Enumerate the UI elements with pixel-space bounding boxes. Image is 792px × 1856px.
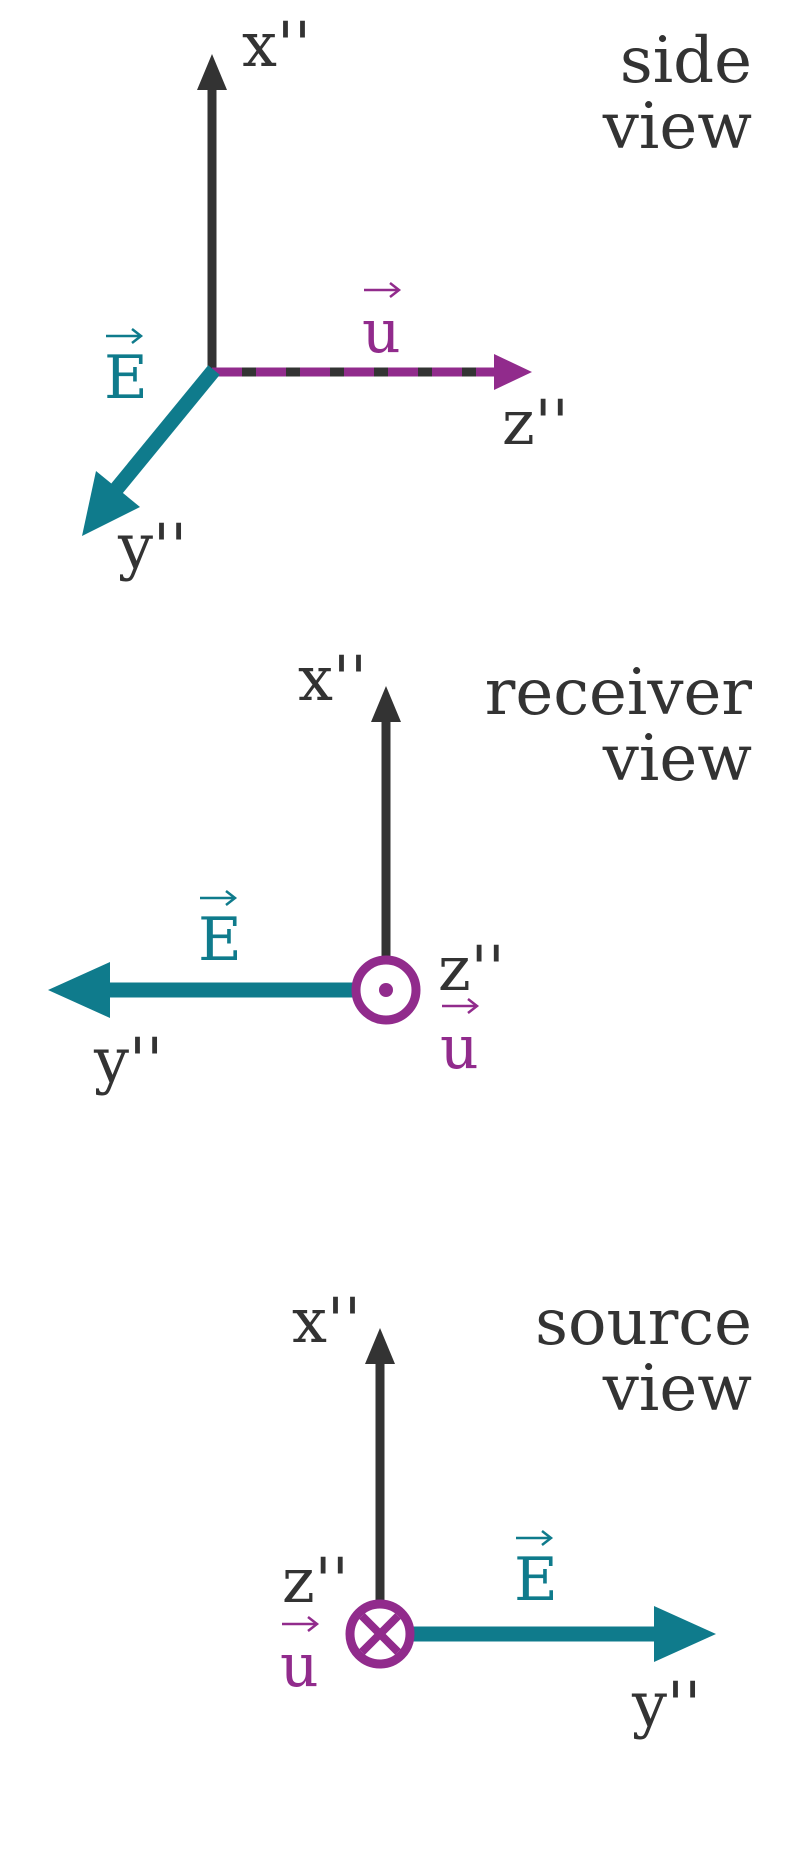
- source-view-panel: source view x'' z'' y'' E u: [0, 1250, 792, 1850]
- out-of-page-dot: [379, 983, 393, 997]
- y-axis-label: y'': [632, 1668, 702, 1741]
- vector-arrow-icon: [442, 998, 480, 1014]
- y-axis-label: y'': [118, 510, 188, 583]
- vector-arrow-icon: [282, 1616, 320, 1632]
- z-axis-label: z'': [282, 1544, 349, 1617]
- panel-title: receiver view: [485, 660, 752, 792]
- u-vector-label: u: [440, 998, 480, 1078]
- E-vector-arrowhead: [48, 962, 110, 1018]
- E-vector-arrowhead: [82, 471, 140, 536]
- u-symbol: u: [440, 1013, 479, 1083]
- E-vector-label: E: [104, 328, 148, 408]
- vector-arrow-icon: [106, 328, 144, 344]
- E-vector-line: [108, 365, 220, 497]
- vector-arrow-icon: [200, 890, 238, 906]
- title-line-1: side: [619, 24, 752, 98]
- E-symbol: E: [514, 1545, 558, 1615]
- E-vector-label: E: [514, 1530, 558, 1610]
- y-axis-label: y'': [94, 1024, 164, 1097]
- u-symbol: u: [362, 297, 401, 367]
- z-axis-label: z'': [502, 386, 569, 459]
- x-axis-label: x'': [242, 8, 312, 81]
- title-line-1: receiver: [484, 656, 752, 730]
- title-line-2: view: [602, 90, 752, 164]
- receiver-view-diagram: [48, 686, 421, 1025]
- side-view-diagram: [82, 54, 532, 536]
- vector-arrow-icon: [364, 282, 402, 298]
- u-vector-label: u: [362, 282, 402, 362]
- panel-title: side view: [603, 28, 752, 160]
- source-view-diagram: [345, 1328, 716, 1669]
- x-axis-arrowhead: [197, 54, 227, 90]
- panel-title: source view: [535, 1290, 752, 1422]
- title-line-1: source: [535, 1286, 752, 1360]
- E-symbol: E: [104, 343, 148, 413]
- title-line-2: view: [602, 722, 752, 796]
- u-vector-label: u: [280, 1616, 320, 1696]
- E-vector-label: E: [198, 890, 242, 970]
- x-axis-arrowhead: [365, 1328, 395, 1364]
- z-axis-label: z'': [438, 932, 505, 1005]
- E-vector-arrowhead: [654, 1606, 716, 1662]
- x-axis-arrowhead: [371, 686, 401, 722]
- into-page-cross-b: [359, 1613, 401, 1655]
- side-view-panel: side view x'' z'' y'' E u: [0, 0, 792, 600]
- receiver-view-panel: receiver view x'' z'' y'' E u: [0, 620, 792, 1140]
- E-symbol: E: [198, 905, 242, 975]
- u-symbol: u: [280, 1631, 319, 1701]
- u-vector-arrowhead: [494, 354, 532, 390]
- x-axis-label: x'': [292, 1284, 362, 1357]
- x-axis-label: x'': [298, 642, 368, 715]
- title-line-2: view: [602, 1352, 752, 1426]
- vector-arrow-icon: [516, 1530, 554, 1546]
